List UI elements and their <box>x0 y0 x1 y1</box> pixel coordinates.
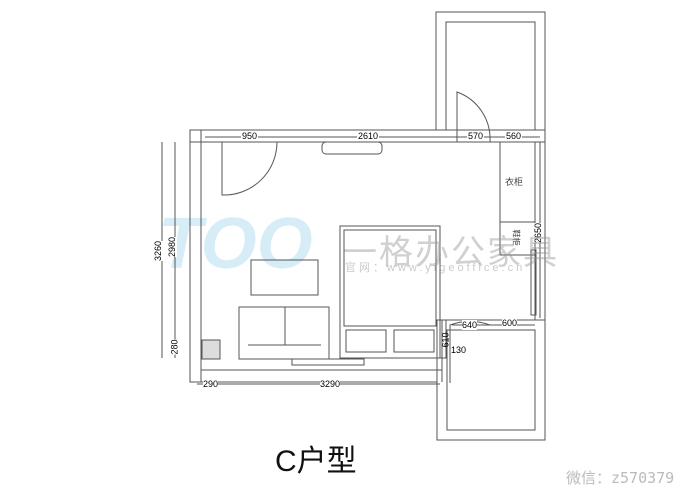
watermark-brand: 一格办公家具 <box>343 234 559 272</box>
furniture <box>201 141 537 366</box>
dim-top-2610: 2610 <box>357 131 380 141</box>
watermark-site: 官网：www.yigeoffice.cn <box>345 262 526 274</box>
dim-top-560: 560 <box>505 131 523 141</box>
dim-top-950: 950 <box>241 131 259 141</box>
dim-130: 130 <box>451 345 467 355</box>
svg-text:TOO: TOO <box>158 204 313 284</box>
watermark-logo: TOO <box>158 204 313 284</box>
dim-left-280: 280 <box>169 339 180 355</box>
watermark-wechat: 微信：z570379 <box>566 469 675 487</box>
dim-left-2980: 2980 <box>167 236 178 258</box>
dim-top-570: 570 <box>467 131 485 141</box>
dim-600: 600 <box>502 318 518 328</box>
plan-title: C户型 <box>275 445 357 478</box>
dim-bottom-3290: 3290 <box>320 379 341 389</box>
dim-610: 610 <box>440 332 451 348</box>
dim-bottom-290: 290 <box>203 379 219 389</box>
wardrobe-label: 衣柜 <box>505 177 524 187</box>
dim-left-3260: 3260 <box>153 240 164 262</box>
dim-640: 640 <box>462 320 478 330</box>
